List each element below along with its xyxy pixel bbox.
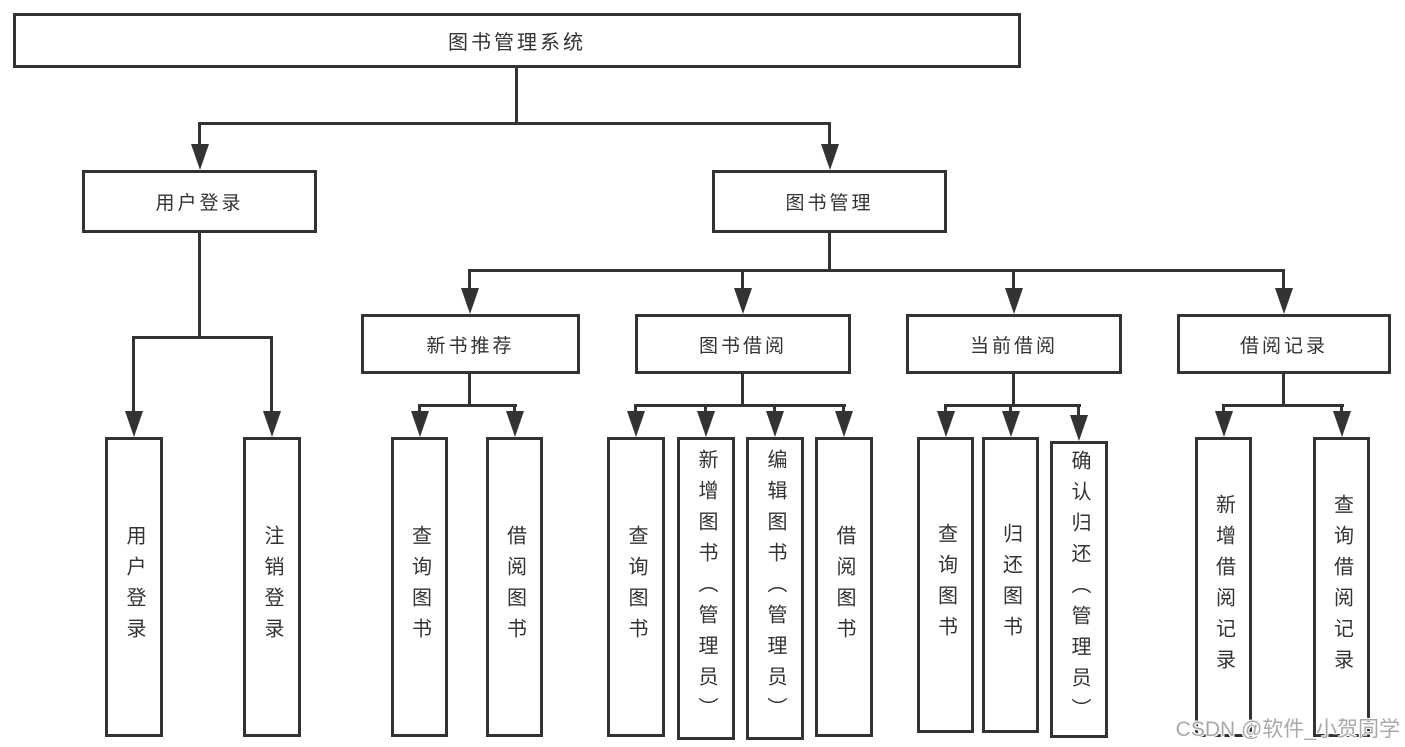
node-borrowing-records-label: 借阅记录 [1239,335,1328,357]
leaf-query-books-3-label: 查询图书 [934,523,957,647]
connector-line [198,122,201,148]
leaf-query-books-3: 查询图书 [917,437,974,733]
arrowhead-down-icon [411,411,429,437]
leaf-query-books-2-label: 查询图书 [625,525,647,649]
node-book-management-label: 图书管理 [785,193,874,214]
leaf-query-books-1-label: 查询图书 [408,525,431,649]
connector-line [944,404,1081,407]
node-user-login: 用户登录 [82,170,317,233]
node-user-login-label: 用户登录 [155,193,244,214]
connector-line [418,404,421,414]
connector-line [468,374,471,407]
connector-line [1282,374,1285,407]
connector-line [1077,404,1080,418]
connector-line [1009,404,1012,414]
connector-line [741,269,744,291]
arrowhead-down-icon [1005,288,1023,314]
leaf-borrow-books-2-label: 借阅图书 [833,525,855,649]
arrowhead-down-icon [937,411,955,437]
connector-line [270,336,273,414]
arrowhead-down-icon [766,411,784,437]
leaf-add-book-admin-label: 新增图书（管理员） [695,449,717,728]
leaf-logout-label: 注销登录 [261,525,283,649]
connector-line [634,404,846,407]
node-book-management: 图书管理 [712,170,947,233]
connector-line [198,122,831,125]
connector-line [634,404,637,414]
leaf-query-books-1: 查询图书 [391,437,448,737]
connector-line [468,269,1285,272]
connector-line [418,404,517,407]
root-node-label: 图书管理系统 [448,32,586,54]
node-current-borrowing-label: 当前借阅 [969,335,1058,357]
arrowhead-down-icon [1002,411,1020,437]
root-node: 图书管理系统 [13,13,1021,68]
leaf-return-books-label: 归还图书 [999,523,1022,647]
arrowhead-down-icon [263,411,281,437]
node-book-borrowing-label: 图书借阅 [698,335,787,357]
leaf-edit-book-admin: 编辑图书（管理员） [746,437,804,740]
leaf-borrow-books-1-label: 借阅图书 [503,525,526,649]
connector-line [132,336,135,414]
node-new-book-recommend-label: 新书推荐 [426,335,515,357]
connector-line [842,404,845,414]
connector-line [1282,269,1285,291]
arrowhead-down-icon [506,411,524,437]
arrowhead-down-icon [734,288,752,314]
connector-line [741,374,744,407]
leaf-query-borrow-record-label: 查询借阅记录 [1330,494,1353,680]
connector-line [704,404,707,414]
connector-line [1012,269,1015,291]
connector-line [1012,374,1015,407]
connector-line [828,122,831,148]
leaf-return-books: 归还图书 [982,437,1039,733]
arrowhead-down-icon [461,288,479,314]
arrowhead-down-icon [697,411,715,437]
node-new-book-recommend: 新书推荐 [361,314,580,374]
leaf-logout: 注销登录 [243,437,301,737]
arrowhead-down-icon [1070,415,1088,441]
leaf-confirm-return-admin: 确认归还（管理员） [1050,441,1108,738]
connector-line [1222,404,1225,414]
node-borrowing-records: 借阅记录 [1177,314,1391,374]
connector-line [132,336,273,339]
arrowhead-down-icon [627,411,645,437]
arrowhead-down-icon [835,411,853,437]
arrowhead-down-icon [1275,288,1293,314]
node-book-borrowing: 图书借阅 [635,314,851,374]
leaf-query-books-2: 查询图书 [607,437,665,737]
connector-line [515,68,518,125]
leaf-add-borrow-record: 新增借阅记录 [1195,437,1252,737]
leaf-add-borrow-record-label: 新增借阅记录 [1212,494,1235,680]
connector-line [198,233,201,339]
leaf-borrow-books-1: 借阅图书 [486,437,543,737]
connector-line [468,269,471,291]
leaf-user-login-label: 用户登录 [123,525,145,649]
leaf-add-book-admin: 新增图书（管理员） [677,437,735,740]
leaf-edit-book-admin-label: 编辑图书（管理员） [764,449,786,728]
arrowhead-down-icon [191,144,209,170]
leaf-user-login: 用户登录 [105,437,163,737]
node-current-borrowing: 当前借阅 [906,314,1122,374]
connector-line [773,404,776,414]
arrowhead-down-icon [1333,411,1351,437]
arrowhead-down-icon [125,411,143,437]
connector-line [513,404,516,414]
connector-line [1340,404,1343,414]
leaf-query-borrow-record: 查询借阅记录 [1313,437,1370,737]
connector-line [944,404,947,414]
leaf-confirm-return-admin-label: 确认归还（管理员） [1068,450,1090,729]
connector-line [1222,404,1344,407]
connector-line [828,233,831,272]
csdn-watermark: CSDN @软件_小贺同学 [1175,718,1400,741]
leaf-borrow-books-2: 借阅图书 [815,437,873,737]
arrowhead-down-icon [821,144,839,170]
arrowhead-down-icon [1215,411,1233,437]
